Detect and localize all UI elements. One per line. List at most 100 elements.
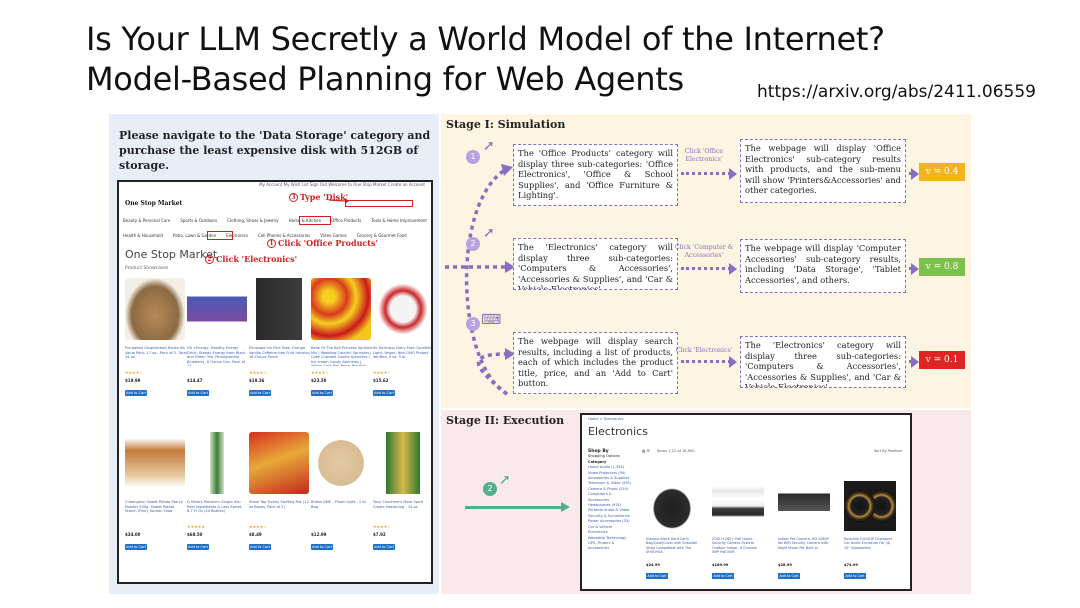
product-name[interactable]: Rockville G410DP Chambers Car Audio Encl… [844,537,893,550]
nav-item[interactable]: Tools & Home Improvement [371,218,427,223]
product-card[interactable]: Siwoore Black Hard Carry Bag/Case/Cover … [646,481,698,589]
product-name[interactable]: Q Mixers Premium Ginger Ale: Real Ingred… [187,500,243,514]
product-card[interactable]: So Delicious Dairy Free CocoWhip Light, … [373,278,433,428]
filter-item[interactable]: Security & Surveillance [588,513,630,518]
nav-item[interactable]: Cell Phones & Accessories [257,233,311,238]
product-card[interactable]: Stove Top Turkey Stuffing Mix (12 oz Box… [249,432,315,582]
filter-item[interactable]: GPS, Finders & Accessories [588,540,615,551]
product-name[interactable]: Tony Chachere's More Spice Creole Season… [373,500,424,509]
filter-item[interactable]: Wearable Technology [588,535,627,540]
filter-item[interactable]: Power Accessories (33) [588,519,630,524]
product-name[interactable]: Indoor Pet Camera, HD 1080P No WiFi Secu… [778,537,829,550]
product-price: $8.49 [249,532,262,537]
product-name[interactable]: Briess DME - Pilsen Light - 1 lb Bag [311,500,366,509]
product-card[interactable]: Cheongeun Sweet Potato Starch Powder 500… [125,432,191,582]
product-image [187,278,247,340]
product-card[interactable]: Briess DME - Pilsen Light - 1 lb Bag $12… [311,432,377,582]
add-to-cart-button[interactable]: Add to Cart [646,573,668,579]
rating-stars: ★★★★☆ [373,370,391,375]
nav-item[interactable]: Patio, Lawn & Garden [172,233,217,238]
filter-item[interactable]: Video Projectors (94) [588,470,626,475]
add-to-cart-button[interactable]: Add to Cart [712,573,734,579]
paper-url[interactable]: https://arxiv.org/abs/2411.06559 [757,82,1036,102]
add-to-cart-button[interactable]: Add to Cart [249,544,271,550]
sort-select[interactable]: Sort By Position [873,449,902,453]
add-to-cart-button[interactable]: Add to Cart [249,390,271,396]
nav-item-electronics[interactable]: Electronics [226,233,248,238]
product-name[interactable]: Cheongeun Sweet Potato Starch Powder 500… [125,500,184,514]
cursor-click-icon: ➚ [483,138,495,154]
product-image [311,278,371,340]
slide-title-line1: Is Your LLM Secretly a World Model of th… [86,20,885,58]
showcase-label: Product Showcases [125,266,169,271]
add-to-cart-button[interactable]: Add to Cart [187,544,209,550]
filter-item[interactable]: Home Audio (1,355) [588,465,625,470]
add-to-cart-button[interactable]: Add to Cart [311,544,333,550]
nav-item[interactable]: Sports & Outdoors [180,218,218,223]
product-name[interactable]: Pre-baked Gingerbread House Kit Value Pa… [125,346,187,360]
arrow-icon [329,198,349,204]
store-nav-row2: Health & Household Patio, Lawn & Garden El… [123,233,429,243]
add-to-cart-button[interactable]: Add to Cart [373,390,395,396]
nav-item-office-products[interactable]: Office Products [331,218,362,223]
product-image [125,432,185,494]
product-image [125,278,185,340]
add-to-cart-button[interactable]: Add to Cart [373,544,395,550]
nav-item[interactable]: Health & Household [123,233,163,238]
filter-item[interactable]: Camera & Photo (219) [588,486,629,491]
nav-item[interactable]: Grocery & Gourmet Food [356,233,407,238]
task-panel: Please navigate to the 'Data Storage' ca… [109,114,439,594]
store-nav-row1: Beauty & Personal Care Sports & Outdoors C… [123,218,429,228]
nav-item[interactable]: Clothing, Shoes & Jewelry [227,218,279,223]
product-card[interactable]: Q Mixers Premium Ginger Ale: Real Ingred… [187,432,253,582]
store-heading: One Stop Market [125,248,218,261]
product-price: $24.99 [646,563,660,567]
nav-item[interactable]: Beauty & Personal Care [123,218,171,223]
store-search-input[interactable] [345,200,413,207]
add-to-cart-button[interactable]: Add to Cart [187,390,209,396]
product-price: $15.62 [373,378,389,383]
product-card[interactable]: Tony Chachere's More Spice Creole Season… [373,432,431,582]
add-to-cart-button[interactable]: Add to Cart [125,544,147,550]
product-name[interactable]: V8 +Energy, Healthy Energy Drink, Steady… [187,346,246,366]
filter-item[interactable]: Accessories & Supplies [588,476,630,481]
product-card[interactable]: Pre-baked Gingerbread House Kit Value Pa… [125,278,191,428]
nav-item[interactable]: Home & Kitchen [288,218,322,223]
product-card[interactable]: Elmwood Inn Fine Teas, Orange Vanilla Ca… [249,278,315,428]
action-label: Click 'Electronics' [675,347,733,354]
product-price: $12.99 [311,532,327,537]
current-state-box: The 'Office Products' category will disp… [513,144,678,206]
value-badge: v = 0.4 [919,163,965,181]
filter-item[interactable]: Television & Video (591) [588,481,632,486]
product-card[interactable]: ZOSI H.265+ PoE Home Security Camera Sys… [712,481,764,589]
arrow-icon [681,167,737,180]
product-name[interactable]: So Delicious Dairy Free CocoWhip Light, … [373,346,433,360]
filter-item[interactable]: Car & Vehicle Electronics [588,524,613,535]
product-card[interactable]: Rockville G410DP Chambers Car Audio Encl… [844,481,896,589]
product-card[interactable]: Indoor Pet Camera, HD 1080P No WiFi Secu… [778,481,830,589]
product-card[interactable]: Belle Of The Ball Princess Sprinkle Mix … [311,278,377,428]
product-name[interactable]: Stove Top Turkey Stuffing Mix (12 oz Box… [249,500,309,509]
stage2-label: Stage II: Execution [446,414,565,427]
product-name[interactable]: Elmwood Inn Fine Teas, Orange Vanilla Ca… [249,346,311,360]
arrow-icon [909,262,919,275]
product-name[interactable]: Siwoore Black Hard Carry Bag/Case/Cover … [646,537,698,554]
arrow-icon [909,167,919,180]
product-card[interactable]: V8 +Energy, Healthy Energy Drink, Steady… [187,278,253,428]
nav-item[interactable]: Video Games [320,233,347,238]
arrow-icon [909,355,919,368]
add-to-cart-button[interactable]: Add to Cart [311,390,333,396]
value-badge: v = 0.1 [919,351,965,369]
filter-item[interactable]: Portable Audio & Video [588,508,630,513]
product-name[interactable]: Belle Of The Ball Princess Sprinkle Mix … [311,346,373,366]
breadcrumb[interactable]: Home > Electronics [588,417,624,421]
add-to-cart-button[interactable]: Add to Cart [778,573,800,579]
add-to-cart-button[interactable]: Add to Cart [125,390,147,396]
filter-item[interactable]: Computers & Accessories [588,492,612,502]
filter-item[interactable]: Headphones (931) [588,503,622,508]
product-name[interactable]: ZOSI H.265+ PoE Home Security Camera Sys… [712,537,758,554]
grid-view-icon[interactable]: ▦ ☰ [642,449,650,453]
task-instruction: Please navigate to the 'Data Storage' ca… [119,129,431,172]
add-to-cart-button[interactable]: Add to Cart [844,573,866,579]
